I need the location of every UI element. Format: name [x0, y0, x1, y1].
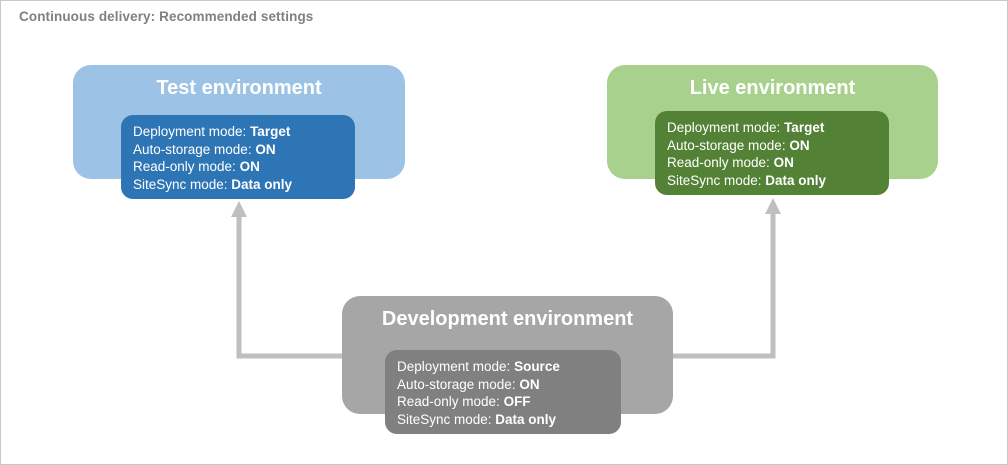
environment-title-test: Test environment [156, 77, 322, 99]
setting-value-read-only-mode: ON [773, 155, 794, 170]
setting-value-deployment-mode: Target [250, 124, 291, 139]
setting-label-auto-storage-mode: Auto-storage mode: [397, 376, 520, 392]
setting-label-deployment-mode: Deployment mode: [667, 120, 785, 135]
setting-value-auto-storage-mode: ON [519, 376, 540, 392]
setting-value-sitesync-mode: Data only [231, 176, 293, 192]
setting-row-read-only-mode: Read-only mode: ON [667, 154, 877, 172]
setting-label-deployment-mode: Deployment mode: [133, 124, 251, 139]
flow-arrow-development-to-test [231, 201, 342, 359]
page-title: Continuous delivery: Recommended setting… [19, 9, 314, 24]
setting-label-sitesync-mode: SiteSync mode: [397, 411, 496, 427]
setting-row-auto-storage-mode: Auto-storage mode: ON [667, 137, 877, 155]
environment-title-live: Live environment [689, 77, 856, 99]
setting-label-read-only-mode: Read-only mode: [667, 155, 774, 170]
environment-title-development: Development environment [381, 308, 634, 330]
settings-panel-live: Deployment mode: Target Auto-storage mod… [655, 111, 889, 195]
setting-row-deployment-mode: Deployment mode: Target [667, 119, 877, 137]
setting-label-read-only-mode: Read-only mode: [133, 159, 240, 174]
setting-row-sitesync-mode: SiteSync mode: Data only [133, 176, 343, 194]
setting-value-auto-storage-mode: ON [789, 137, 810, 153]
setting-row-deployment-mode: Deployment mode: Source [397, 358, 609, 376]
flow-arrow-development-to-live [673, 198, 781, 359]
setting-label-deployment-mode: Deployment mode: [397, 359, 515, 374]
setting-value-sitesync-mode: Data only [495, 411, 557, 427]
setting-label-sitesync-mode: SiteSync mode: [133, 176, 232, 192]
setting-value-deployment-mode: Source [514, 359, 560, 374]
setting-value-read-only-mode: OFF [503, 394, 531, 409]
settings-panel-development: Deployment mode: Source Auto-storage mod… [385, 350, 621, 434]
setting-value-sitesync-mode: Data only [765, 172, 827, 188]
setting-label-sitesync-mode: SiteSync mode: [667, 172, 766, 188]
setting-label-read-only-mode: Read-only mode: [397, 394, 504, 409]
setting-row-sitesync-mode: SiteSync mode: Data only [397, 411, 609, 429]
setting-row-auto-storage-mode: Auto-storage mode: ON [133, 141, 343, 159]
setting-row-auto-storage-mode: Auto-storage mode: ON [397, 376, 609, 394]
setting-label-auto-storage-mode: Auto-storage mode: [133, 141, 256, 157]
setting-row-deployment-mode: Deployment mode: Target [133, 123, 343, 141]
setting-value-auto-storage-mode: ON [255, 141, 276, 157]
setting-value-read-only-mode: ON [239, 159, 260, 174]
settings-panel-test: Deployment mode: Target Auto-storage mod… [121, 115, 355, 199]
setting-value-deployment-mode: Target [784, 120, 825, 135]
setting-row-read-only-mode: Read-only mode: ON [133, 158, 343, 176]
setting-row-read-only-mode: Read-only mode: OFF [397, 393, 609, 411]
setting-row-sitesync-mode: SiteSync mode: Data only [667, 172, 877, 190]
setting-label-auto-storage-mode: Auto-storage mode: [667, 137, 790, 153]
